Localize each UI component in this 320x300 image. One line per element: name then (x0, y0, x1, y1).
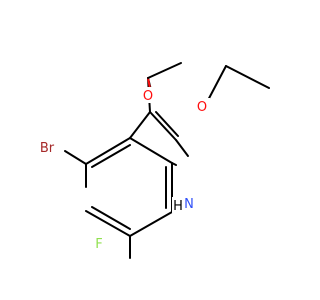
bond-c4-c3a (85, 137, 131, 165)
bond-c3-c2-inner (155, 111, 179, 137)
bond-c3a-c7a (129, 137, 173, 164)
atom-ester-oxygen: O (197, 100, 207, 115)
bond-c6-c5 (85, 210, 131, 237)
atom-bromine: Br (40, 141, 55, 156)
bond-ch2-ch3 (225, 65, 270, 89)
atom-labels: Br F N H O O (36, 87, 210, 252)
bond-o-ch2 (205, 65, 227, 105)
bond-c3-c2 (149, 111, 177, 141)
bond-c4-c3a-inner (91, 144, 131, 168)
bond-c2-n1 (175, 139, 189, 157)
atom-carbonyl-oxygen: O (143, 89, 153, 104)
bonds (64, 62, 270, 259)
structure-canvas: Br F N H O O (36, 62, 270, 259)
atom-nitrogen: N (184, 197, 194, 212)
bond-c3a-c3 (129, 111, 151, 139)
bond-c6-c5-inner (91, 206, 131, 230)
atom-fluorine: F (95, 237, 102, 252)
atom-hydrogen: H (173, 199, 183, 214)
bond-n1-c7a (171, 162, 177, 166)
bond-c5-br (64, 150, 87, 165)
bond-c7-c6 (129, 211, 173, 237)
bond-ccarbonyl-o (147, 62, 182, 79)
